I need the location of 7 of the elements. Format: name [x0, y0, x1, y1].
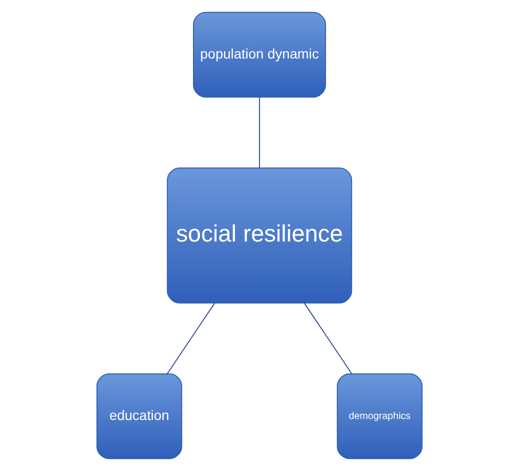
node-box: social resilience [166, 168, 352, 304]
connector [258, 96, 260, 168]
connector [303, 302, 352, 374]
connector [166, 302, 215, 374]
node-box: population dynamic [192, 12, 326, 98]
node-box: demographics [336, 373, 422, 460]
node-box: education [96, 373, 182, 460]
